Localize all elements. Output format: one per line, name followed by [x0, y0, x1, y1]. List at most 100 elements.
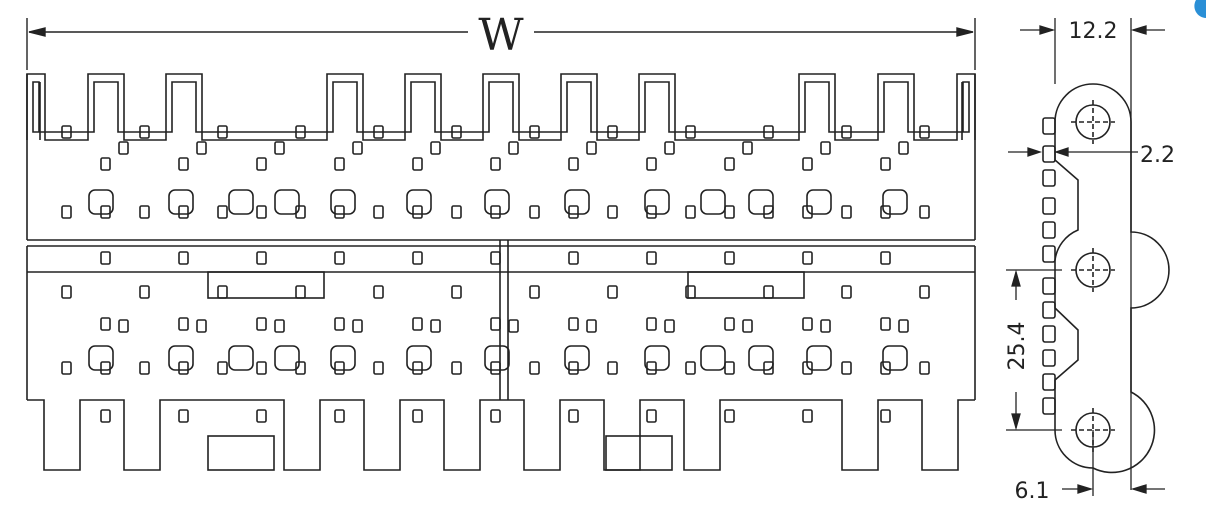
- square-hole: [664, 141, 675, 155]
- front-view: [26, 73, 976, 471]
- square-hole: [685, 361, 696, 375]
- square-hole: [490, 157, 501, 171]
- square-hole: [586, 319, 597, 333]
- pitch-arrow-top: [1011, 269, 1021, 287]
- square-hole: [256, 157, 267, 171]
- square-hole: [568, 361, 579, 375]
- square-hole: [568, 205, 579, 219]
- square-hole: [646, 409, 657, 423]
- square-hole: [802, 409, 813, 423]
- square-hole: [412, 157, 423, 171]
- hinge-boss: [330, 189, 356, 215]
- square-hole: [568, 317, 579, 331]
- square-hole: [118, 141, 129, 155]
- square-hole: [61, 205, 72, 219]
- offset-arrow-right: [1130, 484, 1147, 494]
- square-hole: [820, 319, 831, 333]
- square-hole: [352, 141, 363, 155]
- square-hole: [256, 251, 267, 265]
- square-hole: [451, 125, 462, 139]
- square-hole: [607, 125, 618, 139]
- width-label: W: [478, 10, 524, 61]
- square-hole: [196, 319, 207, 333]
- hinge-boss: [330, 345, 356, 371]
- square-hole: [919, 285, 930, 299]
- square-hole: [880, 409, 891, 423]
- square-hole: [646, 361, 657, 375]
- square-hole: [568, 157, 579, 171]
- side-tab: [1042, 245, 1056, 263]
- square-hole: [724, 317, 735, 331]
- tab-arrow-left: [1027, 147, 1043, 157]
- hinge-boss: [882, 345, 908, 371]
- width-arrow-right: [956, 27, 974, 37]
- square-hole: [529, 361, 540, 375]
- hinge-boss: [564, 345, 590, 371]
- square-hole: [100, 317, 111, 331]
- hinge-boss: [700, 345, 726, 371]
- square-hole: [430, 319, 441, 333]
- bottom-module-crenellation: [27, 399, 975, 471]
- square-hole: [61, 285, 72, 299]
- square-hole: [508, 319, 519, 333]
- square-hole: [568, 409, 579, 423]
- top-module-sides: [26, 74, 976, 240]
- square-hole: [178, 251, 189, 265]
- square-hole: [295, 125, 306, 139]
- square-hole: [802, 251, 813, 265]
- square-hole: [880, 361, 891, 375]
- side-tab: [1042, 117, 1056, 135]
- hinge-boss: [644, 345, 670, 371]
- square-hole: [451, 285, 462, 299]
- square-hole: [490, 251, 501, 265]
- square-hole: [490, 361, 501, 375]
- square-hole: [256, 361, 267, 375]
- square-hole: [586, 141, 597, 155]
- module-joint: [499, 240, 509, 400]
- square-hole: [334, 317, 345, 331]
- square-hole: [724, 409, 735, 423]
- square-hole: [178, 157, 189, 171]
- square-hole: [607, 361, 618, 375]
- side-dimensions: [1006, 18, 1165, 496]
- hinge-boss: [228, 345, 254, 371]
- square-hole: [139, 285, 150, 299]
- square-hole: [724, 157, 735, 171]
- side-tab: [1042, 145, 1056, 163]
- side-tab: [1042, 349, 1056, 367]
- bottom-recess-left: [207, 435, 275, 471]
- hinge-boss: [564, 189, 590, 215]
- dim-thickness-label: 12.2: [1069, 19, 1118, 44]
- square-hole: [880, 251, 891, 265]
- offset-arrow: [1077, 484, 1094, 494]
- corner-accent: [1194, 0, 1206, 18]
- square-hole: [742, 141, 753, 155]
- square-hole: [334, 157, 345, 171]
- square-hole: [724, 251, 735, 265]
- square-hole: [256, 317, 267, 331]
- bottom-recess-right: [605, 435, 673, 471]
- square-hole: [334, 361, 345, 375]
- square-hole: [607, 285, 618, 299]
- square-hole: [412, 361, 423, 375]
- square-hole: [490, 317, 501, 331]
- side-tab: [1042, 397, 1056, 415]
- square-hole: [295, 361, 306, 375]
- width-arrow-left: [28, 27, 46, 37]
- square-hole: [568, 251, 579, 265]
- square-hole: [646, 157, 657, 171]
- hinge-boss: [806, 345, 832, 371]
- pitch-arrow-bottom: [1011, 413, 1021, 431]
- square-hole: [529, 285, 540, 299]
- square-hole: [217, 125, 228, 139]
- hinge-boss: [484, 345, 510, 371]
- square-hole: [178, 317, 189, 331]
- square-hole: [841, 285, 852, 299]
- bottom-module-sides: [26, 246, 976, 400]
- hinge-boss: [168, 189, 194, 215]
- hinge-boss: [406, 345, 432, 371]
- hinge-boss: [882, 189, 908, 215]
- dim-offset-label: 6.1: [1015, 479, 1050, 504]
- square-hole: [295, 285, 306, 299]
- side-tab: [1042, 197, 1056, 215]
